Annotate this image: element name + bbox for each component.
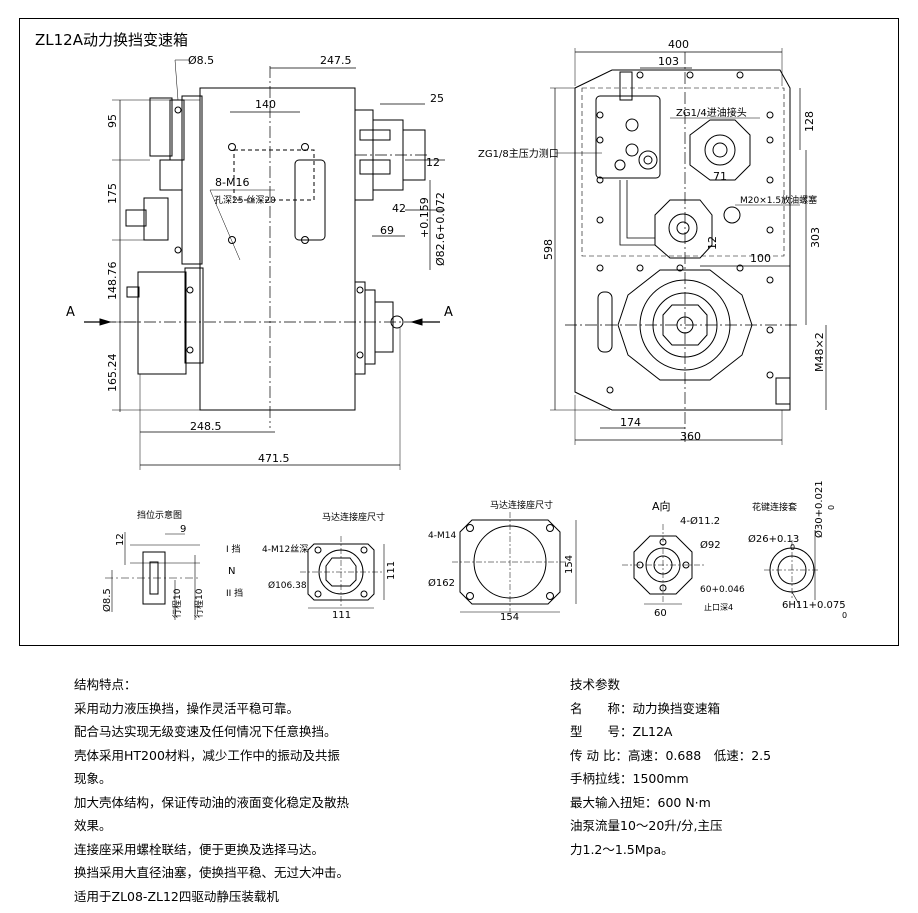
tech-line: 力1.2～1.5Mpa。 [570, 841, 674, 857]
callout-zg18: ZG1/8主压力测口 [478, 147, 559, 160]
side-view: 400 103 128 598 303 100 71 12 174 360 M4… [478, 38, 827, 445]
front-view: A A Ø8.5 247.5 140 25 95 175 148.76 [66, 54, 453, 470]
drawing-title: ZL12A动力换挡变速箱 [35, 31, 188, 49]
detail-motor-flange-2: 马达连接座尺寸 4-M14 Ø162 154 154 [428, 499, 577, 623]
spline-d30-lower: 0 [827, 505, 836, 510]
shift-title: 挡位示意图 [137, 509, 182, 521]
feature-line: 壳体采用HT200材料，减少工作中的振动及共振 [74, 747, 340, 763]
dim-42: 42 [392, 202, 406, 215]
dim-400: 400 [668, 38, 689, 51]
motor2-d162: Ø162 [428, 577, 455, 589]
feature-line: 效果。 [74, 818, 112, 833]
viewa-stop: 止口深4 [704, 602, 733, 612]
dim-103: 103 [658, 55, 679, 68]
section-mark-right: A [444, 305, 453, 320]
tech-line: 型 号：ZL12A [570, 724, 673, 739]
dim-303: 303 [809, 227, 822, 248]
dim-25: 25 [430, 92, 444, 105]
dim-12: 12 [426, 156, 440, 169]
motor1-title: 马达连接座尺寸 [322, 511, 385, 523]
feature-line: 现象。 [74, 771, 112, 786]
detail-view-a: A向 4-Ø11.2 Ø92 60+0.046 止口深4 60 [622, 499, 745, 619]
dim-128: 128 [803, 111, 816, 132]
tech-line: 名 称：动力换挡变速箱 [570, 700, 721, 716]
motor2-holes: 4-M14 [428, 531, 456, 541]
feature-line: 采用动力液压换挡，操作灵活平稳可靠。 [74, 700, 300, 716]
gear-2: II 挡 [226, 587, 243, 599]
callout-m20: M20×1.5放油螺塞 [740, 194, 817, 206]
shift-dim-d85: Ø8.5 [101, 588, 113, 612]
dim-71: 71 [713, 170, 727, 183]
dim-d8-5: Ø8.5 [188, 54, 214, 67]
feature-line: 换挡采用大直径油塞，使换挡平稳、无过大冲击。 [74, 865, 350, 880]
detail-motor-flange-1: 马达连接座尺寸 4-M12丝深 Ø106.38 111 111 [262, 511, 397, 621]
dim-m48: M48×2 [813, 332, 826, 372]
callout-zg14: ZG1/4进油接头 [676, 106, 747, 119]
dim-fit-diameter: Ø82.6+0.072 [434, 192, 447, 266]
feature-line: 加大壳体结构，保证传动油的液面变化稳定及散热 [74, 794, 350, 810]
spline-h11: 6H11+0.075 [782, 600, 846, 611]
feature-line: 配合马达实现无级变速及任何情况下任意换挡。 [74, 724, 337, 739]
spline-title: 花键连接套 [752, 501, 797, 513]
motor1-pcd: Ø106.38 [268, 580, 307, 591]
spline-d26-lower: 0 [790, 543, 795, 552]
shift-travel-2: 行程10 [193, 588, 205, 618]
feature-heading: 结构特点： [74, 677, 137, 692]
tech-params: 技术参数 名 称：动力换挡变速箱 型 号：ZL12A 传 动 比：高速：0.68… [570, 673, 771, 861]
tech-line: 传 动 比：高速：0.688 低速：2.5 [570, 747, 772, 763]
detail-spline-sleeve: 花键连接套 Ø26+0.13 0 Ø30+0.021 0 6H11+0.075 … [748, 480, 847, 620]
dim-12-side: 12 [706, 236, 719, 250]
gear-1: I 挡 [226, 543, 241, 555]
dim-100: 100 [750, 252, 771, 265]
tech-line: 手柄拉线：1500mm [570, 771, 689, 786]
thread-callout: 8-M16 [215, 176, 249, 189]
technical-drawing: ZL12A动力换挡变速箱 [35, 31, 847, 623]
motor2-dim-154-h: 154 [500, 612, 519, 623]
shift-dim-12: 12 [115, 533, 126, 546]
view-a-label: A向 [652, 499, 671, 513]
viewa-dim-60: 60 [654, 608, 667, 619]
dim-248-5: 248.5 [190, 420, 222, 433]
motor2-dim-154-v: 154 [564, 555, 575, 574]
dim-174: 174 [620, 416, 641, 429]
dim-175: 175 [106, 183, 119, 204]
viewa-holes: 4-Ø11.2 [680, 515, 720, 527]
motor1-holes: 4-M12丝深 [262, 543, 308, 555]
gear-n: N [228, 566, 235, 577]
motor1-dim-111-h: 111 [332, 610, 351, 621]
viewa-d92: Ø92 [700, 539, 721, 551]
dim-140: 140 [255, 98, 276, 111]
tech-heading: 技术参数 [570, 677, 621, 692]
tech-line: 油泵流量10～20升/分,主压 [570, 818, 723, 833]
feature-line: 适用于ZL08-ZL12四驱动静压装载机 [74, 888, 279, 904]
dim-165-24: 165.24 [106, 354, 119, 393]
dim-247-5: 247.5 [320, 54, 352, 67]
dim-fit-upper: +0.159 [418, 197, 431, 238]
dim-69: 69 [380, 224, 394, 237]
dim-360: 360 [680, 430, 701, 443]
detail-shift-diagram: 挡位示意图 9 12 Ø8.5 行程10 行程10 I 挡 N II 挡 [101, 509, 243, 620]
dim-471-5: 471.5 [258, 452, 290, 465]
spline-h11-lower: 0 [842, 611, 847, 620]
feature-notes: 结构特点： 采用动力液压换挡，操作灵活平稳可靠。 配合马达实现无级变速及任何情况… [74, 673, 349, 908]
feature-line: 连接座采用螺栓联结，便于更换及选择马达。 [74, 841, 325, 857]
drawing-frame [19, 18, 899, 646]
spline-d30: Ø30+0.021 [813, 480, 825, 538]
dim-598: 598 [542, 239, 555, 260]
shift-dim-9: 9 [180, 524, 186, 535]
dim-95: 95 [106, 114, 119, 128]
thread-note: 孔深25 丝深20 [214, 194, 276, 206]
motor2-title: 马达连接座尺寸 [490, 499, 553, 511]
spline-d26: Ø26+0.13 [748, 533, 799, 545]
tech-line: 最大输入扭矩：600 N·m [570, 794, 711, 810]
motor1-dim-111-v: 111 [386, 561, 397, 580]
shift-travel-1: 行程10 [171, 588, 183, 618]
section-mark-left: A [66, 305, 75, 320]
viewa-d60-fit: 60+0.046 [700, 585, 745, 595]
dim-148-76: 148.76 [106, 262, 119, 301]
